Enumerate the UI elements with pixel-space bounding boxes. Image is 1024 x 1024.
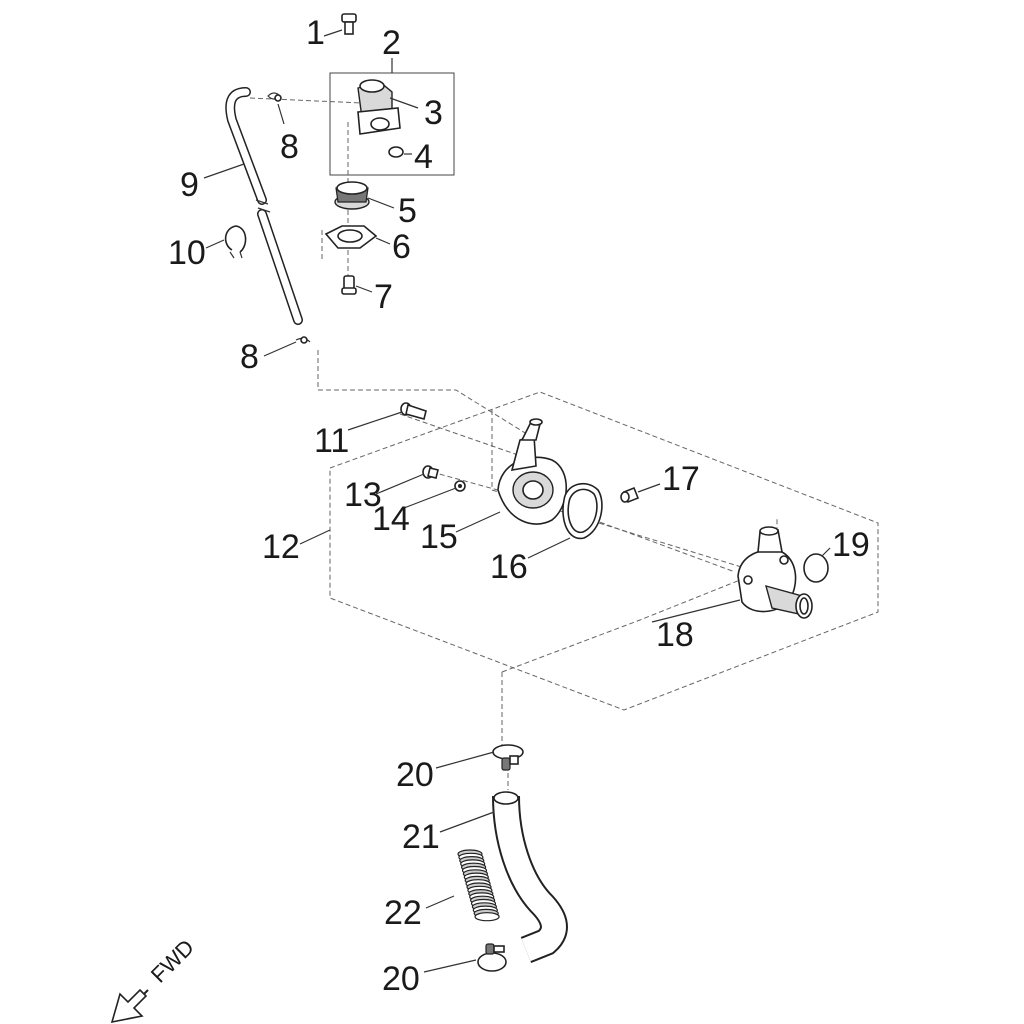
part-14-washer	[454, 480, 466, 492]
callout-8-lower: 8	[240, 338, 259, 376]
fwd-arrow-icon	[110, 988, 149, 1024]
callout-labels: 1 2 3 4 5 6 7 8 8 9 10 11 12 13 14 15 16…	[168, 14, 870, 998]
callout-10: 10	[168, 234, 206, 272]
part-20-clamp-upper	[492, 744, 524, 771]
callout-16: 16	[490, 548, 528, 586]
callout-5: 5	[398, 192, 417, 230]
part-6-gasket	[324, 225, 378, 249]
part-16-gasket	[562, 482, 603, 540]
callout-22: 22	[384, 894, 422, 932]
callout-11: 11	[314, 422, 349, 460]
part-1-bolt	[341, 13, 357, 35]
part-3-thermostat-cover	[357, 79, 401, 135]
callout-15: 15	[420, 518, 458, 556]
part-13-bolt	[422, 465, 439, 479]
part-7-bolt	[341, 275, 357, 295]
callout-20-lower: 20	[382, 960, 420, 998]
callout-13: 13	[344, 476, 382, 514]
callout-17: 17	[662, 460, 700, 498]
callout-19: 19	[832, 526, 870, 564]
part-10-clamp	[224, 225, 247, 259]
callout-3: 3	[424, 94, 443, 132]
callout-6: 6	[392, 228, 411, 266]
part-8-clip-upper	[267, 92, 282, 102]
callout-14: 14	[372, 500, 410, 538]
group-12-outline	[329, 391, 879, 711]
part-22-spring	[457, 849, 500, 922]
part-21-hose	[492, 791, 568, 963]
part-4-o-ring	[388, 146, 404, 158]
part-8-clip-lower	[295, 336, 311, 344]
callout-4: 4	[414, 138, 433, 176]
part-9-hose	[225, 87, 303, 325]
part-5-thermostat	[334, 181, 370, 210]
part-11-bolt	[400, 402, 427, 420]
callout-21: 21	[402, 818, 440, 856]
spring-coil	[474, 912, 500, 922]
callout-2: 2	[382, 24, 401, 62]
callout-9: 9	[180, 166, 199, 204]
callout-7: 7	[374, 278, 393, 316]
part-17-dowel-pin	[620, 486, 640, 504]
fwd-label: FWD	[146, 934, 199, 987]
part-20-clamp-lower	[477, 943, 507, 972]
callout-20-upper: 20	[396, 756, 434, 794]
part-19-o-ring	[803, 553, 829, 583]
callout-12: 12	[262, 528, 300, 566]
part-18-pump-housing	[737, 526, 813, 619]
callout-8-upper: 8	[280, 128, 299, 166]
callout-18: 18	[656, 616, 694, 654]
callout-1: 1	[306, 14, 325, 52]
part-15-pump-cover	[497, 418, 568, 525]
leader-lines	[203, 29, 831, 973]
